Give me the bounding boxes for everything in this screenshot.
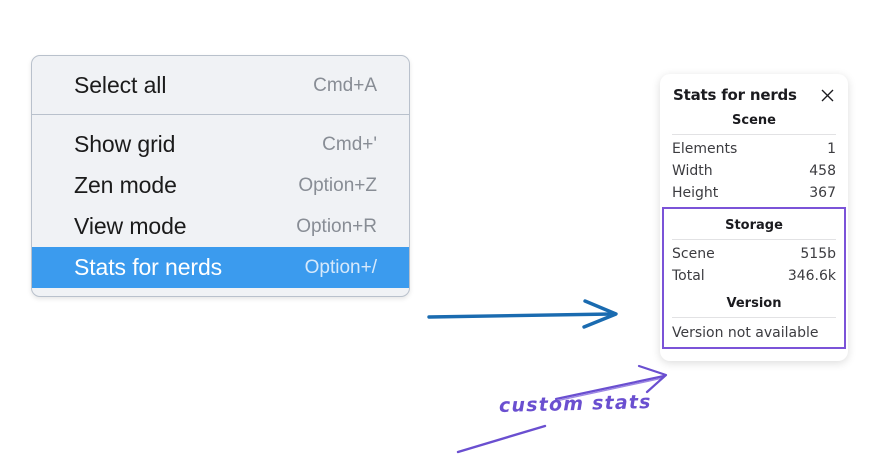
divider <box>672 317 836 318</box>
stats-row-value: 515b <box>800 246 836 262</box>
version-section-heading: Version <box>726 296 782 311</box>
canvas-context-menu[interactable]: Select all Cmd+A Show grid Cmd+' Zen mod… <box>31 55 410 297</box>
menu-item-show-grid[interactable]: Show grid Cmd+' <box>32 124 409 165</box>
divider <box>672 239 836 240</box>
version-text: Version not available <box>672 325 819 341</box>
menu-item-shortcut: Option+R <box>296 215 377 237</box>
menu-item-zen-mode[interactable]: Zen mode Option+Z <box>32 165 409 206</box>
custom-stats-annotation-label: custom stats <box>498 391 652 417</box>
close-icon[interactable] <box>818 86 836 104</box>
menu-item-label: Zen mode <box>74 172 177 198</box>
stats-row-height: Height 367 <box>672 182 836 204</box>
storage-section-heading: Storage <box>725 218 783 233</box>
menu-section-2: Show grid Cmd+' Zen mode Option+Z View m… <box>32 114 409 296</box>
menu-item-shortcut: Option+Z <box>298 174 377 196</box>
stats-row-value: 458 <box>809 163 836 179</box>
menu-item-label: Select all <box>74 72 167 98</box>
stats-panel-body: Scene Elements 1 Width 458 Height 367 St… <box>660 104 848 349</box>
custom-stats-highlight-box: Storage Scene 515b Total 346.6k Version … <box>662 207 846 349</box>
menu-item-label: Show grid <box>74 131 176 157</box>
stats-row-width: Width 458 <box>672 160 836 182</box>
scene-section-heading: Scene <box>732 113 776 128</box>
stats-panel-titlebar: Stats for nerds <box>660 84 848 104</box>
menu-item-label: View mode <box>74 213 187 239</box>
stats-row-storage-total: Total 346.6k <box>672 265 836 287</box>
menu-item-shortcut: Cmd+A <box>313 74 377 96</box>
menu-item-view-mode[interactable]: View mode Option+R <box>32 206 409 247</box>
menu-item-select-all[interactable]: Select all Cmd+A <box>32 65 409 106</box>
menu-item-label: Stats for nerds <box>74 254 223 280</box>
menu-section-1: Select all Cmd+A <box>32 56 409 114</box>
menu-item-stats-for-nerds[interactable]: Stats for nerds Option+/ <box>32 247 409 288</box>
stats-row-key: Elements <box>672 141 738 157</box>
blue-arrow <box>427 299 618 329</box>
stats-row-value: 346.6k <box>787 268 836 284</box>
stats-for-nerds-panel: Stats for nerds Scene Elements 1 Width 4… <box>660 74 848 361</box>
stats-panel-title: Stats for nerds <box>673 86 797 104</box>
menu-item-shortcut: Cmd+' <box>322 133 377 155</box>
menu-item-shortcut: Option+/ <box>304 256 377 278</box>
stats-row-key: Total <box>672 268 705 284</box>
stats-row-key: Scene <box>672 246 715 262</box>
divider <box>672 134 836 135</box>
stats-row-storage-scene: Scene 515b <box>672 243 836 265</box>
stats-row-key: Width <box>672 163 713 179</box>
stats-row-key: Height <box>672 185 719 201</box>
stats-row-value: 367 <box>809 185 836 201</box>
stats-row-value: 1 <box>827 141 836 157</box>
purple-underline-stroke <box>456 424 547 454</box>
stats-row-elements: Elements 1 <box>672 138 836 160</box>
